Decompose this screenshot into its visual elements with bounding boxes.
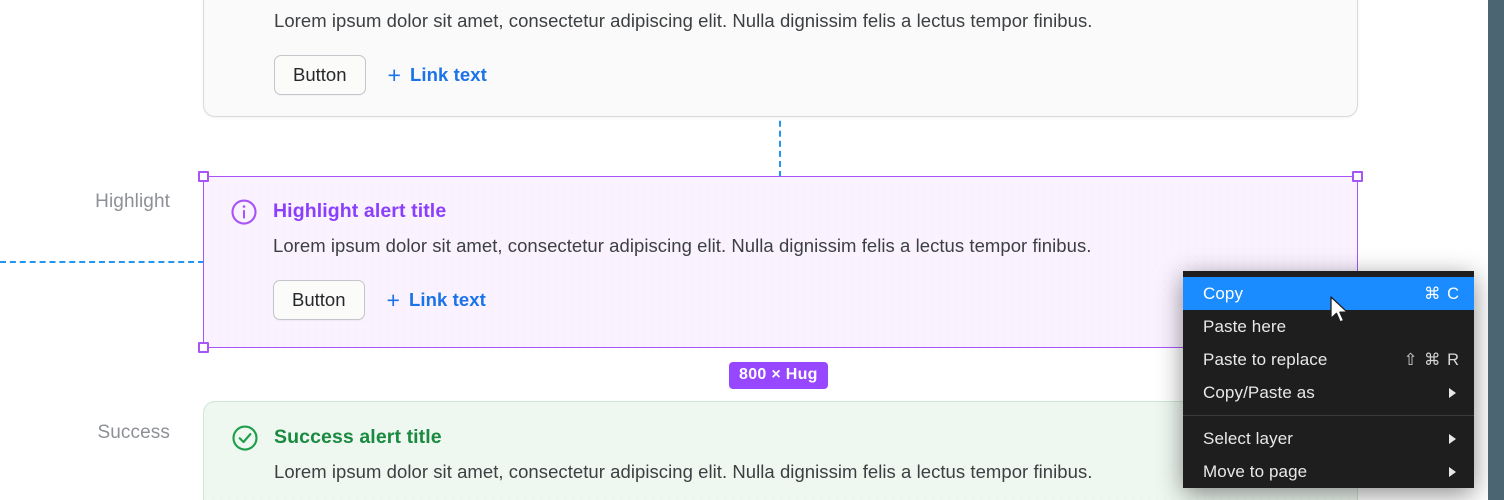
- menu-item-select-layer[interactable]: Select layer: [1183, 422, 1474, 455]
- menu-item-paste-here[interactable]: Paste here: [1183, 310, 1474, 343]
- alert-card-highlight[interactable]: Highlight alert title Lorem ipsum dolor …: [203, 176, 1358, 348]
- alert-title-highlight: Highlight alert title: [273, 200, 447, 222]
- alert-body-success: Lorem ipsum dolor sit amet, consectetur …: [274, 461, 1093, 482]
- chevron-right-icon: [1449, 466, 1456, 477]
- alert-button-highlight[interactable]: Button: [273, 280, 365, 321]
- menu-separator: [1183, 415, 1474, 416]
- alert-title-success: Success alert title: [274, 426, 442, 448]
- alert-body-default: Lorem ipsum dolor sit amet, consectetur …: [274, 10, 1093, 31]
- smart-guide-horizontal: [0, 261, 204, 263]
- info-circle-icon: [229, 197, 259, 227]
- check-circle-icon: [230, 423, 260, 453]
- menu-item-label: Paste here: [1203, 316, 1287, 336]
- row-label-highlight: Highlight: [95, 191, 170, 212]
- alert-card-default[interactable]: Lorem ipsum dolor sit amet, consectetur …: [203, 0, 1358, 117]
- alert-link-default[interactable]: + Link text: [387, 61, 487, 88]
- menu-item-copy-paste-as[interactable]: Copy/Paste as: [1183, 376, 1474, 409]
- plus-icon: +: [386, 286, 400, 313]
- row-label-success: Success: [97, 422, 170, 443]
- alert-link-label-highlight: Link text: [408, 289, 486, 311]
- size-badge: 800 × Hug: [729, 362, 828, 389]
- alert-link-highlight[interactable]: + Link text: [386, 286, 486, 313]
- menu-item-copy[interactable]: Copy ⌘ C: [1183, 277, 1474, 310]
- menu-item-label: Paste to replace: [1203, 349, 1328, 369]
- menu-item-shortcut: ⌘ C: [1424, 284, 1460, 303]
- plus-icon: +: [387, 61, 401, 88]
- alert-button-default[interactable]: Button: [274, 55, 366, 96]
- menu-item-shortcut: ⇧ ⌘ R: [1403, 350, 1460, 369]
- alert-body-highlight: Lorem ipsum dolor sit amet, consectetur …: [273, 235, 1092, 256]
- chevron-right-icon: [1449, 387, 1456, 398]
- menu-item-paste-to-replace[interactable]: Paste to replace ⇧ ⌘ R: [1183, 343, 1474, 376]
- alert-card-success[interactable]: Success alert title Lorem ipsum dolor si…: [203, 401, 1358, 500]
- alert-actions-highlight: Button + Link text: [273, 280, 486, 321]
- menu-item-label: Copy/Paste as: [1203, 382, 1315, 402]
- alert-link-label-default: Link text: [409, 64, 487, 86]
- alert-actions-default: Button + Link text: [274, 55, 487, 96]
- chevron-right-icon: [1449, 433, 1456, 444]
- context-menu[interactable]: Copy ⌘ C Paste here Paste to replace ⇧ ⌘…: [1183, 271, 1474, 488]
- menu-item-label: Move to page: [1203, 461, 1308, 481]
- right-edge-strip: [1488, 0, 1504, 500]
- menu-item-label: Select layer: [1203, 428, 1294, 448]
- menu-item-move-to-page[interactable]: Move to page: [1183, 455, 1474, 488]
- menu-item-label: Copy: [1203, 283, 1244, 303]
